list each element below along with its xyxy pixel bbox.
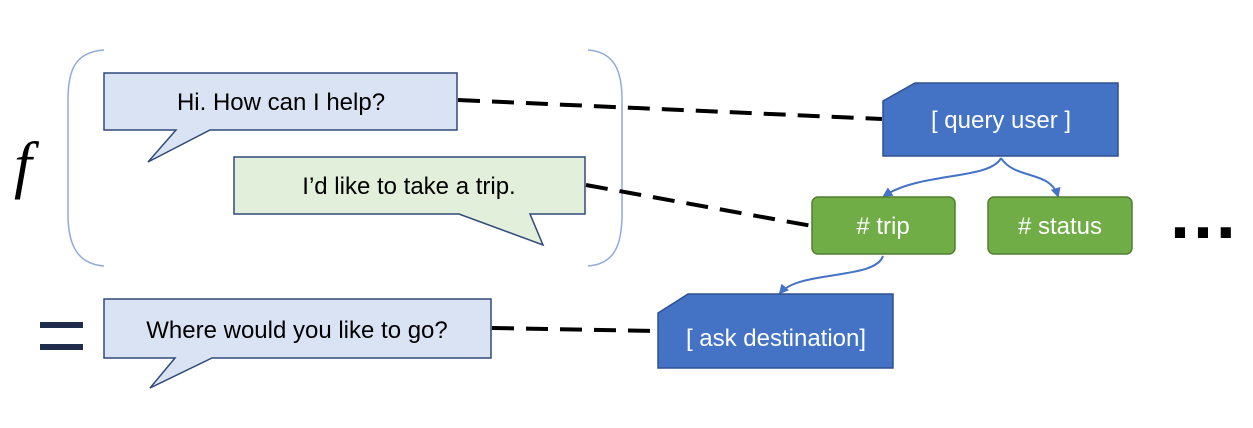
response-bubble bbox=[103, 298, 492, 389]
arrow-root-to-trip bbox=[882, 157, 1002, 198]
request-bubble bbox=[233, 156, 586, 247]
leaf-node bbox=[657, 293, 894, 369]
equals-bar-bottom bbox=[40, 344, 83, 350]
greeting-text: Hi. How can I help? bbox=[177, 89, 385, 116]
left-bracket bbox=[67, 49, 105, 267]
response-text: Where would you like to go? bbox=[146, 317, 448, 344]
greeting-bubble bbox=[103, 72, 458, 163]
connector-response-to-leaf bbox=[491, 326, 659, 333]
function-symbol: f bbox=[14, 129, 40, 200]
trip-label: # trip bbox=[856, 213, 909, 240]
status-label: # status bbox=[1018, 213, 1102, 240]
right-bracket bbox=[587, 49, 623, 267]
more-branches-ellipsis: … bbox=[1167, 174, 1239, 254]
arrow-root-to-status bbox=[1000, 157, 1061, 198]
leaf-label: [ ask destination] bbox=[686, 325, 866, 352]
equals-bar-top bbox=[40, 322, 83, 328]
root-label: [ query user ] bbox=[931, 107, 1071, 134]
request-text: I’d like to take a trip. bbox=[302, 173, 515, 200]
connector-greeting-to-root bbox=[457, 98, 883, 121]
arrow-trip-to-leaf bbox=[778, 255, 884, 295]
root-node bbox=[882, 82, 1119, 157]
status-node bbox=[987, 196, 1133, 255]
equals-symbol: = bbox=[0, 0, 14, 6]
connector-request-to-trip bbox=[585, 183, 813, 228]
trip-node bbox=[811, 196, 956, 255]
